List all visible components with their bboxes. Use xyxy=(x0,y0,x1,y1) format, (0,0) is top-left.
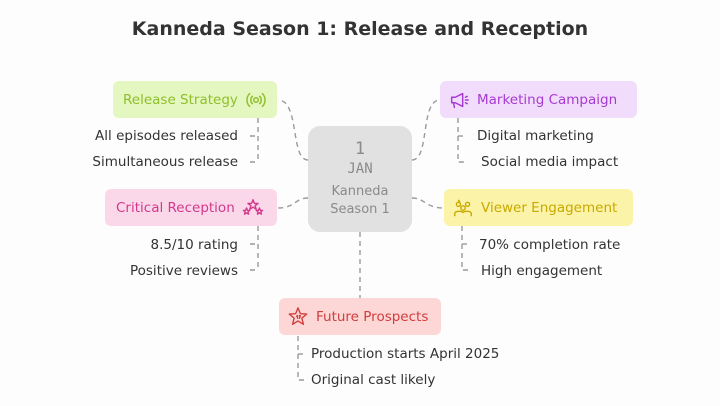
center-name: Kanneda Season 1 xyxy=(330,184,390,217)
critical-item-2: Positive reviews xyxy=(129,263,238,279)
marketing-item-1: Digital marketing xyxy=(477,128,594,144)
release-item-1: All episodes released xyxy=(95,128,238,144)
center-day: 1 xyxy=(354,139,366,159)
node-label: Future Prospects xyxy=(316,308,429,325)
critical-item-1: 8.5/10 rating xyxy=(150,237,238,253)
node-label: Release Strategy xyxy=(123,91,238,108)
diagram-title: Kanneda Season 1: Release and Reception xyxy=(131,18,589,40)
marketing-item-2: Social media impact xyxy=(481,154,619,170)
star-badge-icon xyxy=(287,306,309,328)
award-stars-icon xyxy=(242,197,264,219)
node-label: Marketing Campaign xyxy=(477,91,618,108)
future-item-2: Original cast likely xyxy=(311,372,436,388)
megaphone-icon xyxy=(448,89,470,111)
node-label: Viewer Engagement xyxy=(481,199,618,216)
node-marketing-campaign: Marketing Campaign xyxy=(440,81,637,118)
node-release-strategy: Release Strategy xyxy=(113,81,277,118)
node-critical-reception: Critical Reception xyxy=(105,189,277,226)
central-node: 1 JAN Kanneda Season 1 xyxy=(308,126,412,232)
node-label: Critical Reception xyxy=(116,199,235,216)
release-item-2: Simultaneous release xyxy=(92,154,238,170)
viewer-item-2: High engagement xyxy=(481,263,603,279)
audience-icon xyxy=(452,197,474,219)
future-item-1: Production starts April 2025 xyxy=(311,346,500,362)
center-month: JAN xyxy=(347,161,373,177)
broadcast-icon xyxy=(245,89,267,111)
node-viewer-engagement: Viewer Engagement xyxy=(444,189,633,226)
node-future-prospects: Future Prospects xyxy=(279,298,441,335)
viewer-item-1: 70% completion rate xyxy=(479,237,621,253)
